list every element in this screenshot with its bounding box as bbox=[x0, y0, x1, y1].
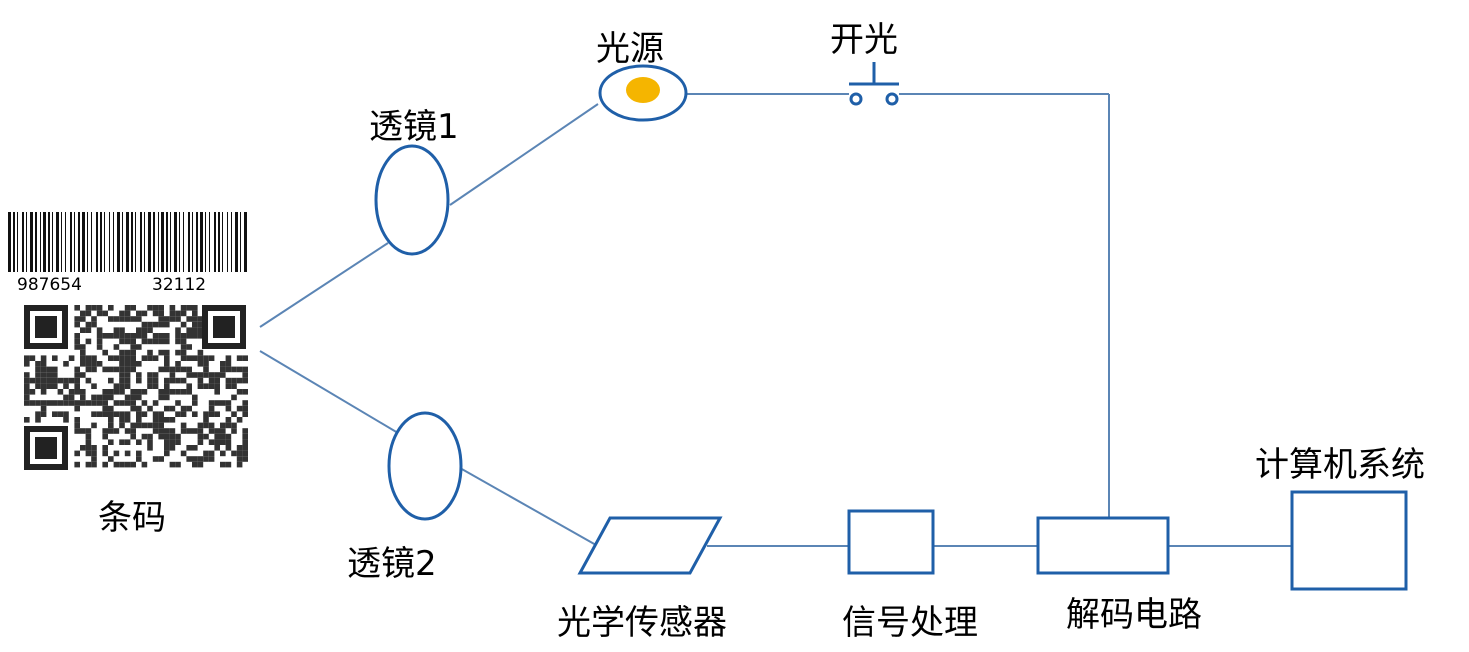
qr-code-graphic bbox=[20, 298, 252, 473]
barcode-graphic: 987654 32112 bbox=[0, 210, 252, 297]
qr-finder-pattern-bottom-left bbox=[24, 426, 68, 470]
qr-finder-pattern-top-right bbox=[202, 305, 246, 349]
line-lens1-to-light-source bbox=[449, 103, 599, 206]
barcode-label: 条码 bbox=[98, 498, 166, 538]
decoding-circuit-box bbox=[1036, 516, 1170, 575]
lens1-shape bbox=[374, 144, 450, 256]
lens2-label: 透镜2 bbox=[347, 544, 437, 584]
line-barcode-to-lens1 bbox=[259, 242, 389, 328]
switch-label: 开光 bbox=[830, 20, 898, 60]
qr-code-modules bbox=[24, 305, 248, 468]
computer-system-label: 计算机系统 bbox=[1255, 445, 1425, 485]
line-lens2-to-sensor bbox=[459, 467, 597, 546]
computer-system-box bbox=[1290, 490, 1408, 591]
signal-processing-label: 信号处理 bbox=[842, 603, 978, 643]
switch-contact-right-icon bbox=[885, 92, 899, 106]
barcode-bars bbox=[8, 212, 247, 292]
connection-lines bbox=[259, 93, 1292, 547]
qr-finder-pattern-top-left bbox=[24, 305, 68, 349]
barcode-digits-right: 32112 bbox=[152, 275, 206, 295]
optical-sensor-shape bbox=[577, 516, 723, 575]
light-source-label: 光源 bbox=[596, 29, 664, 69]
lens2-shape bbox=[387, 411, 463, 521]
light-bulb-icon bbox=[626, 77, 660, 103]
signal-processing-box bbox=[847, 509, 935, 575]
switch-contact-left-icon bbox=[849, 92, 863, 106]
optical-sensor-label: 光学传感器 bbox=[557, 603, 727, 643]
decoding-circuit-label: 解码电路 bbox=[1066, 595, 1202, 635]
line-barcode-to-lens2 bbox=[259, 350, 399, 434]
lens1-label: 透镜1 bbox=[369, 107, 459, 147]
switch-symbol bbox=[849, 62, 899, 106]
barcode-digits-left: 987654 bbox=[17, 275, 82, 295]
